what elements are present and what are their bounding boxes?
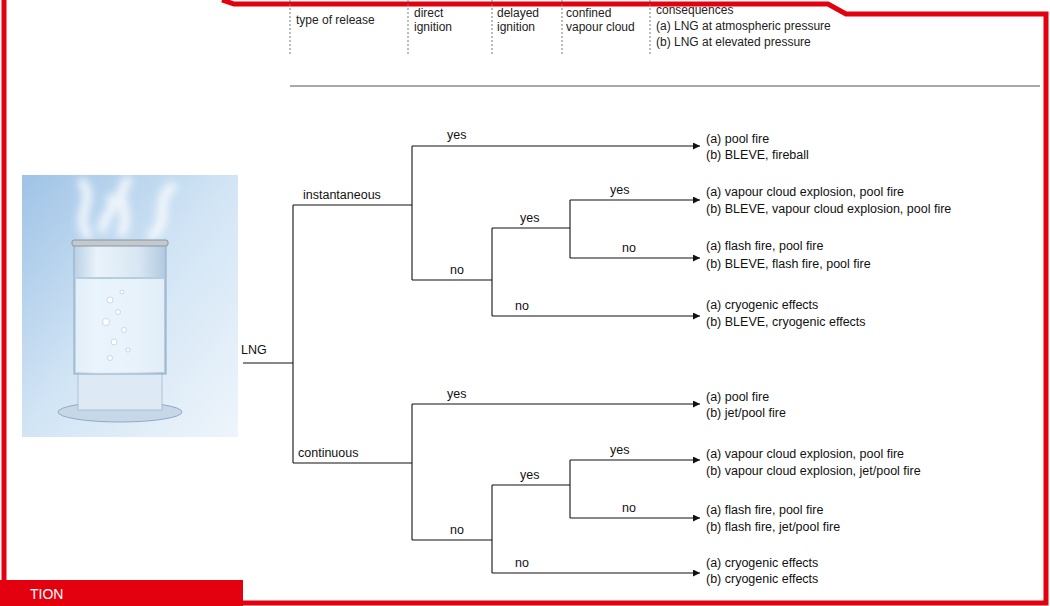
branch-label: no — [450, 523, 464, 538]
column-header: confined vapour cloud — [566, 6, 646, 34]
branch-label: yes — [447, 128, 466, 143]
column-header: direct ignition — [414, 6, 472, 34]
consequence-text: (b) BLEVE, vapour cloud explosion, pool … — [706, 202, 951, 217]
consequence-text: (a) pool fire — [706, 390, 769, 405]
consequence-text: (b) BLEVE, flash fire, pool fire — [706, 257, 871, 272]
consequence-text: (a) cryogenic effects — [706, 556, 818, 571]
root-event: LNG — [241, 343, 267, 358]
column-header: consequences — [656, 3, 733, 17]
consequence-text: (a) vapour cloud explosion, pool fire — [706, 447, 904, 462]
consequence-text: (b) BLEVE, fireball — [706, 148, 809, 163]
branch-label: yes — [610, 183, 629, 198]
consequence-text: (b) vapour cloud explosion, jet/pool fir… — [706, 464, 921, 479]
branch-label: yes — [520, 211, 539, 226]
lng-glass-photo — [22, 175, 238, 437]
consequence-text: (a) flash fire, pool fire — [706, 239, 823, 254]
header-rule — [290, 86, 1040, 87]
title-band: TION — [0, 580, 243, 606]
band-text: TION — [30, 585, 63, 603]
branch-label: no — [622, 241, 636, 256]
column-header: type of release — [296, 13, 375, 27]
consequence-text: (b) jet/pool fire — [706, 406, 786, 421]
branch-label: no — [450, 263, 464, 278]
red-frame — [4, 0, 1046, 606]
branch-label: yes — [610, 443, 629, 458]
column-header: (b) LNG at elevated pressure — [656, 35, 811, 49]
branch-label: no — [622, 501, 636, 516]
branch-label: yes — [447, 387, 466, 402]
column-header: (a) LNG at atmospheric pressure — [656, 19, 831, 33]
branch-label: no — [515, 556, 529, 571]
consequence-text: (b) flash fire, jet/pool fire — [706, 520, 840, 535]
header-separators — [290, 0, 650, 56]
column-header: delayed ignition — [497, 6, 555, 34]
consequence-text: (a) vapour cloud explosion, pool fire — [706, 185, 904, 200]
consequence-text: (a) cryogenic effects — [706, 298, 818, 313]
branch-label: no — [515, 299, 529, 314]
event-tree-lines — [243, 146, 700, 573]
consequence-text: (a) flash fire, pool fire — [706, 503, 823, 518]
branch-label: yes — [520, 468, 539, 483]
branch-label: instantaneous — [303, 188, 381, 203]
consequence-text: (b) cryogenic effects — [706, 572, 818, 587]
consequence-text: (b) BLEVE, cryogenic effects — [706, 315, 866, 330]
consequence-text: (a) pool fire — [706, 132, 769, 147]
branch-label: continuous — [298, 446, 358, 461]
